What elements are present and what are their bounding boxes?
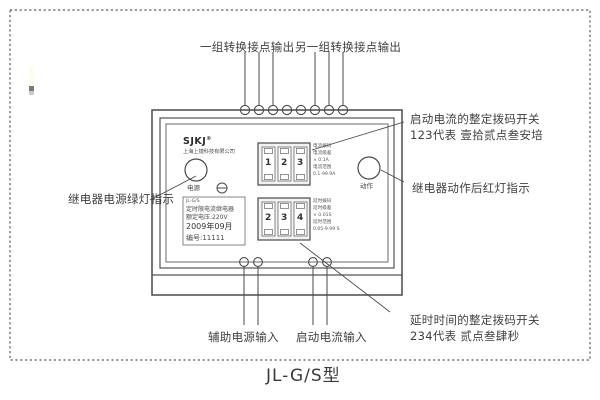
leader-power-lamp (149, 175, 197, 201)
delay-dip-switch[interactable] (257, 197, 311, 241)
nameplate-date: 2009年09月 (186, 222, 233, 231)
current-range-value: 0.1-99.9A (313, 172, 336, 177)
top-terminal-7 (323, 104, 335, 116)
top-terminal-1 (239, 104, 251, 116)
leader-delay-switch (299, 242, 391, 313)
delay-digit-3[interactable]: 4 (297, 213, 304, 223)
top-terminal-4 (281, 104, 293, 116)
power-lamp-green (184, 158, 208, 182)
brand-registered-mark: ® (206, 136, 212, 142)
top-terminal-group (239, 104, 349, 116)
leader-action-lamp (380, 169, 405, 183)
figure-dotted-border (9, 9, 591, 361)
nameplate-serial: 编号:11111 (186, 234, 225, 242)
top-terminal-6 (309, 104, 321, 116)
delay-step-value: × 0.01S (313, 213, 332, 218)
callout-top-left: 一组转换接点输出 (200, 40, 295, 54)
current-digit-3[interactable]: 3 (297, 158, 304, 168)
delay-switch-title: 延时拨码 (313, 199, 332, 204)
power-lamp-label: 电源 (187, 184, 200, 192)
brand-text: SJKJ (183, 136, 207, 148)
callout-delay-switch-line2: 234代表 贰点叁肆秒 (410, 329, 520, 343)
callout-top-right: 另一组转换接点输出 (295, 40, 402, 54)
company-name: 上海上捷科技有限公司 (183, 149, 235, 155)
current-dip-switch[interactable] (257, 142, 311, 186)
action-lamp-red (357, 156, 381, 180)
top-terminal-5 (295, 104, 307, 116)
delay-digit-2[interactable]: 3 (281, 213, 288, 223)
power-screw-icon (216, 182, 228, 194)
top-terminal-2 (253, 104, 265, 116)
nameplate-type: 定时限电流继电器 (186, 206, 235, 213)
top-terminal-3 (267, 104, 279, 116)
callout-aux-power-input: 辅助电源输入 (208, 330, 279, 344)
callout-power-lamp: 继电器电源绿灯指示 (68, 192, 175, 206)
callout-action-lamp: 继电器动作后红灯指示 (412, 181, 530, 195)
current-switch-title: 电流拨码 (313, 144, 332, 149)
nameplate-model: JL-G/S (186, 199, 200, 204)
page-edge-tick-icon (29, 66, 34, 95)
current-step-label: 电流级差 (313, 151, 332, 156)
figure-caption: JL-G/S型 (266, 366, 341, 386)
current-digit-2[interactable]: 2 (281, 158, 288, 168)
top-terminal-leaders (244, 52, 344, 105)
callout-delay-switch-line1: 延时时间的整定拨码开关 (410, 313, 540, 327)
current-step-value: × 0.1A (313, 158, 329, 163)
callout-start-current-input: 启动电流输入 (296, 330, 367, 344)
action-lamp-label: 动作 (360, 182, 373, 190)
nameplate-voltage: 额定电压:220V (186, 214, 228, 221)
bottom-terminal-leaders (243, 266, 328, 325)
nameplate-box (182, 196, 246, 246)
current-digit-1[interactable]: 1 (265, 158, 272, 168)
delay-digit-1[interactable]: 2 (265, 213, 272, 223)
delay-range-label: 延时范围 (313, 220, 332, 225)
brand-logo: SJKJ® (183, 136, 212, 148)
leader-current-switch (311, 121, 405, 151)
top-terminal-8 (337, 104, 349, 116)
current-range-label: 电流范围 (313, 165, 332, 170)
delay-range-value: 0.05-9.99 S (313, 227, 340, 232)
delay-step-label: 延时级差 (313, 206, 332, 211)
callout-current-switch-line1: 启动电流的整定拨码开关 (410, 112, 540, 126)
callout-current-switch-line2: 123代表 壹拾贰点叁安培 (410, 128, 544, 142)
